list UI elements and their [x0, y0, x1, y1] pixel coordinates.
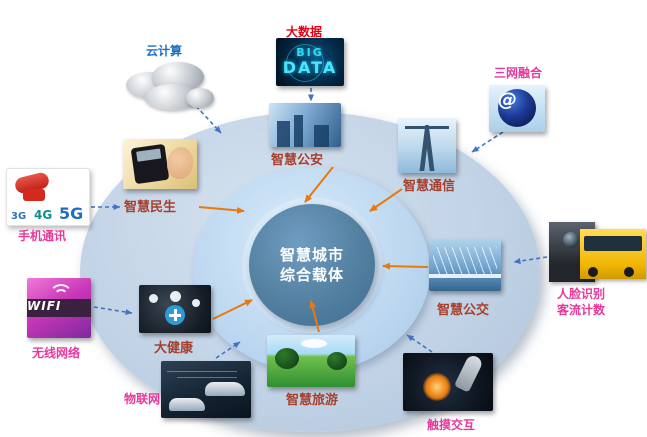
light-streak [177, 377, 237, 378]
mobile-4g-text: 4G [34, 208, 53, 222]
wireless-network-image: WIFI [27, 278, 91, 338]
smart-communication-image [398, 118, 456, 173]
center-circle: 智慧城市 综合载体 [249, 204, 375, 326]
camera-lens-icon [563, 232, 579, 248]
finger-shape [453, 353, 485, 393]
at-sphere-icon: @ [498, 89, 536, 127]
face-recognition-image [549, 222, 646, 284]
light-streak [167, 371, 237, 372]
smart-transit-label: 智慧公交 [437, 303, 490, 318]
health-dot [170, 291, 181, 302]
at-symbol: @ [498, 89, 517, 111]
bridge-deck [429, 274, 501, 278]
tree-shape [327, 352, 347, 370]
arrow-triplenet-to-comm [471, 131, 504, 153]
pos-terminal-icon [130, 143, 170, 185]
big-health-image [139, 285, 211, 333]
car-shape [169, 398, 205, 411]
big-health-label: 大健康 [154, 341, 194, 356]
iot-label: 物联网 [124, 392, 161, 406]
smart-livelihood-image [123, 139, 197, 189]
wifi-arc-icon [54, 289, 68, 303]
smart-livelihood-label: 智慧民生 [124, 200, 177, 215]
cloud-computing-label: 云计算 [146, 44, 183, 58]
bus-wheel [588, 267, 598, 277]
phone-base [23, 189, 45, 201]
triple-network-label: 三网融合 [494, 66, 543, 80]
face-recognition-label-line2: 客流计数 [557, 302, 606, 317]
bridge-cables [433, 247, 497, 275]
hand-shape [167, 147, 193, 179]
yellow-bus-image [580, 229, 646, 279]
smart-police-label: 智慧公安 [271, 153, 324, 168]
big-data-label: 大数据 [286, 25, 323, 39]
mobile-telecom-image: 3G 4G 5G [6, 168, 90, 226]
mobile-telecom-label: 手机通讯 [18, 229, 67, 243]
cloud-computing-image [124, 60, 216, 114]
building-silhouette [277, 121, 290, 147]
center-title-line2: 综合载体 [279, 266, 344, 284]
tree-shape [275, 348, 299, 369]
power-pylon-icon [419, 125, 435, 171]
wifi-arc-icon [49, 284, 73, 308]
medical-cross-icon [165, 305, 185, 325]
smart-communication-label: 智慧通信 [403, 179, 456, 194]
health-dot [192, 299, 200, 307]
wifi-band: WIFI [27, 299, 91, 317]
mobile-3g-text: 3G [11, 211, 27, 222]
bus-windows [584, 236, 642, 251]
building-silhouette [294, 115, 303, 147]
smart-tourism-label: 智慧旅游 [286, 393, 339, 408]
touch-interaction-label: 触摸交互 [427, 418, 476, 432]
building-silhouette [314, 125, 329, 147]
face-recognition-label-line1: 人脸识别 [557, 287, 606, 301]
mobile-5g-text: 5G [59, 204, 84, 223]
cross-bar [173, 309, 177, 321]
smart-police-image [269, 103, 341, 147]
wifi-text: WIFI [27, 299, 62, 313]
sky-cloud [301, 339, 327, 348]
smart-tourism-image [267, 335, 355, 387]
touch-glow-icon [423, 373, 451, 401]
health-dot [149, 294, 158, 303]
globe-ring [286, 44, 324, 82]
smart-transit-image [429, 239, 501, 291]
iot-image [161, 361, 251, 418]
touch-interaction-image [403, 353, 493, 411]
pylon-crossarm [405, 126, 449, 129]
center-title-line1: 智慧城市 [279, 245, 344, 264]
big-data-image: BIG DATA [276, 38, 344, 86]
cloud-puff [186, 88, 214, 108]
triple-network-image: @ [489, 85, 545, 132]
pos-screen [136, 148, 162, 162]
bus-wheel [624, 267, 634, 277]
face-recognition-label: 人脸识别 客流计数 [557, 287, 605, 318]
wireless-network-label: 无线网络 [32, 346, 81, 360]
car-shape [205, 382, 245, 396]
